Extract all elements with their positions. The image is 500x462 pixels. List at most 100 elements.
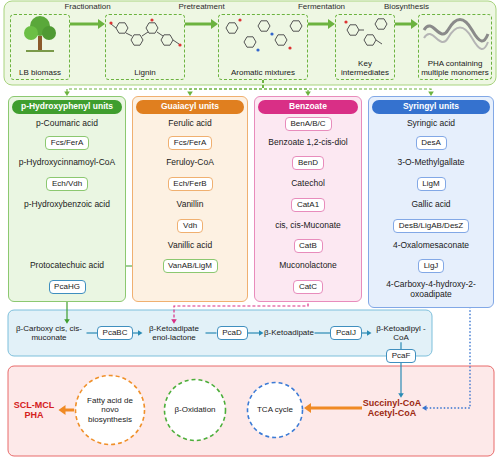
panel-header: Syringyl units bbox=[372, 100, 490, 114]
pha-helix bbox=[424, 20, 488, 50]
pathway-arrow bbox=[401, 342, 402, 349]
node-text: 4-Oxalomesaconate bbox=[392, 241, 470, 251]
metabolite-label: Feruloy-CoA bbox=[166, 158, 215, 168]
lignin-structure bbox=[109, 18, 181, 46]
metabolite-label: cis, cis-Muconate bbox=[275, 221, 342, 231]
step-label: Fermentation bbox=[298, 2, 345, 11]
node-text: PcaIJ bbox=[335, 328, 357, 337]
metabolite-label: 4-Oxalomesaconate bbox=[392, 241, 470, 251]
arrow-head bbox=[59, 405, 66, 415]
enzyme-box: DesB/LigAB/DesZ bbox=[393, 219, 469, 232]
node-text: Fcs/FerA bbox=[50, 138, 84, 147]
arrow-head bbox=[211, 19, 218, 29]
metabolite-label: Syringic acid bbox=[406, 119, 456, 129]
node-text: 4-Carboxy-4-hydroxy-2-oxoadipate bbox=[371, 280, 492, 300]
node-text: BenD bbox=[297, 158, 319, 167]
metabolite-label: 3-O-Methylgallate bbox=[397, 158, 466, 168]
node-text: β-Ketoadipyl -CoA bbox=[372, 324, 431, 342]
metabolite-label: Gallic acid bbox=[411, 200, 452, 210]
arrow-head bbox=[64, 319, 70, 324]
benzene-ring bbox=[364, 35, 376, 45]
pathway-arrow bbox=[263, 80, 311, 96]
stage-box: Aromatic mixtures bbox=[218, 14, 308, 80]
arrow-line bbox=[190, 80, 263, 92]
node-text: CatB bbox=[299, 241, 318, 250]
node-text: p-Hydroxycinnamoyl-CoA bbox=[18, 158, 116, 168]
metabolite-label: p-Hydroxybenzoic acid bbox=[24, 200, 111, 210]
benzene-ring bbox=[375, 19, 387, 29]
pathway-circle: β-Oxidation bbox=[163, 378, 227, 442]
metabolite-label: Benzoate 1,2-cis-diol bbox=[268, 138, 349, 148]
bond-lines bbox=[359, 30, 382, 44]
stage-box: LB biomass bbox=[10, 14, 70, 80]
arrow-line bbox=[67, 80, 263, 92]
pathway-arrow bbox=[395, 19, 418, 29]
metabolite-label: Protocatechuic acid bbox=[29, 261, 105, 271]
arrow-line bbox=[308, 23, 329, 26]
node-text: Fatty acid de novo biosynthesis bbox=[74, 396, 146, 424]
node-text: VanAB/LigM bbox=[168, 261, 213, 270]
pathway-arrow bbox=[185, 19, 218, 29]
node-text: Protocatechuic acid bbox=[29, 261, 105, 271]
benzene-ring bbox=[131, 35, 143, 45]
node-text: Ferulic acid bbox=[168, 119, 213, 129]
enzyme-box: BenA/B/C bbox=[285, 117, 332, 130]
node-text: CatA1 bbox=[296, 200, 320, 209]
node-text: β-Ketoadipate enol-lactone bbox=[143, 324, 206, 342]
pathway-arrow bbox=[304, 403, 362, 413]
enzyme-box: PcaIJ bbox=[330, 326, 362, 339]
benzene-ring bbox=[161, 35, 173, 45]
oxygen-atom bbox=[109, 21, 112, 24]
pathway-arrow bbox=[70, 19, 105, 29]
product-label: SCL-MCL PHA bbox=[10, 400, 59, 421]
benzene-ring bbox=[244, 37, 256, 47]
stage-box: Lignin bbox=[105, 14, 185, 80]
pathway-panel: BenzoateBenA/B/CBenzoate 1,2-cis-diolBen… bbox=[254, 96, 362, 302]
tree-icon bbox=[24, 16, 56, 52]
metabolite-label: Muconolactone bbox=[279, 261, 338, 271]
node-text: PHA containing multiple monomers bbox=[421, 59, 489, 77]
node-text: Muconolactone bbox=[279, 261, 338, 271]
enzyme-box: BenD bbox=[292, 156, 324, 169]
arrow-line bbox=[315, 332, 331, 333]
pathway-arrow bbox=[87, 333, 98, 334]
pathway-arrow bbox=[308, 19, 335, 29]
pathway-arrow bbox=[315, 333, 331, 334]
node-text: Ech/FerB bbox=[173, 179, 208, 188]
enzyme-box: Fcs/FerA bbox=[45, 136, 89, 149]
pathway-panel: p-Hydroxyphenyl unitsp-Coumaric acidFcs/… bbox=[8, 96, 126, 302]
step-label: Pretreatment bbox=[178, 2, 224, 11]
stage-box: Key intermediates bbox=[335, 14, 395, 80]
arrow-line bbox=[206, 332, 217, 333]
node-text: Benzoate 1,2-cis-diol bbox=[268, 138, 349, 148]
benzene-ring bbox=[258, 21, 270, 31]
enzyme-box: PcaBC bbox=[97, 326, 133, 339]
pathway-arrow bbox=[362, 330, 372, 336]
oxygen-atom bbox=[288, 46, 291, 49]
pathway-arrow bbox=[398, 363, 404, 398]
arrow-line bbox=[426, 300, 470, 408]
node-text: p-Hydroxybenzoic acid bbox=[24, 200, 111, 210]
pathway-panel: Guaiacyl unitsFerulic acidFcs/FerAFerulo… bbox=[132, 96, 248, 302]
metabolite-label: p-Hydroxycinnamoyl-CoA bbox=[18, 158, 116, 168]
node-text: β-Oxidation bbox=[167, 405, 222, 414]
stage-box: PHA containing multiple monomers bbox=[418, 14, 492, 80]
metabolite-label: Vanillic acid bbox=[167, 241, 213, 251]
pathway-arrow bbox=[64, 80, 263, 96]
enzyme-box: DesA bbox=[416, 136, 447, 149]
node-text: Ech/Vdh bbox=[51, 179, 83, 188]
node-text: Aromatic mixtures bbox=[231, 68, 295, 77]
pathway-panel: Syringyl unitsSyringic acidDesA 3-O-Methy… bbox=[368, 96, 494, 308]
arrow-head bbox=[259, 330, 264, 336]
metabolite-label: β-Carboxy cis, cis-muconate bbox=[12, 324, 87, 342]
metabolite-label: Succinyl-CoAAcetyl-CoA bbox=[362, 398, 422, 419]
side-group bbox=[256, 48, 259, 51]
arrow-head bbox=[328, 19, 335, 29]
node-text: LigJ bbox=[423, 261, 439, 270]
bond-lines bbox=[111, 24, 179, 44]
pathway-circle: TCA cycle bbox=[246, 381, 304, 439]
arrow-head bbox=[138, 330, 143, 336]
node-text: DesB/LigAB/DesZ bbox=[398, 221, 464, 230]
metabolite-label: Catechol bbox=[291, 179, 326, 189]
panel-header: p-Hydroxyphenyl units bbox=[12, 100, 122, 114]
